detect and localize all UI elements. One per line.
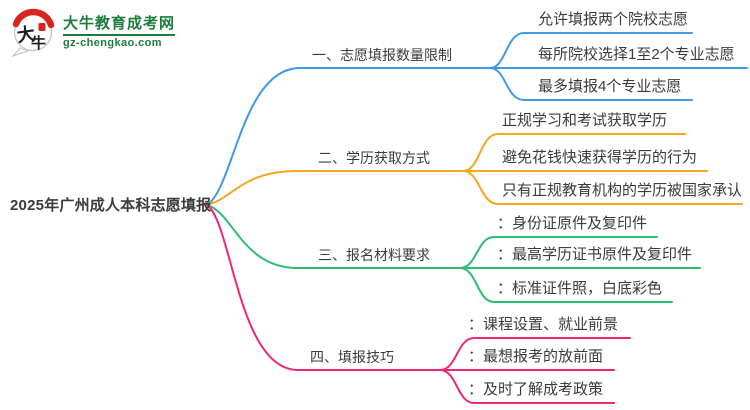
logo-text-block: 大牛教育成考网 gz-chengkao.com: [63, 14, 176, 50]
logo-red-cap: [12, 8, 55, 29]
branch3-label: 三、报名材料要求: [318, 247, 430, 263]
branch2-leaf-1: 正规学习和考试获取学历: [502, 112, 668, 129]
site-name: 大牛教育成考网: [63, 15, 176, 32]
branch1-child1-connector: [489, 32, 693, 69]
branch1-child3-connector: [489, 67, 693, 101]
branch3-leaf-1: ：身份证原件及复印件: [497, 215, 648, 232]
logo-divider: [63, 34, 176, 36]
branch2-child3-connector: [462, 170, 743, 205]
branch3-leaf-2: ：最高学历证书原件及复印件: [497, 246, 693, 263]
logo-bubble-icon: 大 牛: [11, 8, 55, 57]
branch4-leaf-3: ：及时了解成考政策: [468, 381, 604, 398]
logo-bubble-tail: [11, 47, 30, 57]
branch4-trunk-connector: [206, 204, 441, 371]
branch4-leaf-1: ：课程设置、就业前景: [468, 316, 619, 333]
root-node: 2025年广州成人本科志愿填报: [10, 197, 212, 214]
branch1-trunk-connector: [206, 67, 491, 206]
branch4-child3-connector: [439, 369, 615, 404]
branch2-child1-connector: [462, 133, 686, 172]
branch1-leaf-1: 允许填报两个院校志愿: [538, 11, 689, 28]
logo-seal-stamp: [38, 23, 46, 31]
branch1-leaf-2: 每所院校选择1至2个专业志愿: [538, 46, 735, 63]
branch2-leaf-2: 避免花钱快速获得学历的行为: [502, 149, 698, 166]
branch3-child3-connector: [459, 267, 673, 303]
branch2-trunk-connector: [206, 170, 464, 206]
branch1-label: 一、志愿填报数量限制: [312, 47, 452, 63]
site-logo[interactable]: 大 牛 大牛教育成考网 gz-chengkao.com: [10, 7, 176, 57]
branch3-child1-connector: [459, 236, 658, 269]
branch4-leaf-2: ：最想报考的放前面: [468, 348, 604, 365]
logo-char-da: 大: [16, 23, 37, 46]
logo-char-niu: 牛: [31, 34, 46, 52]
branch3-trunk-connector: [206, 204, 461, 269]
branch4-label: 四、填报技巧: [310, 349, 394, 365]
branch2-label: 二、学历获取方式: [318, 150, 430, 166]
branch1-leaf-3: 最多填报4个专业志愿: [538, 78, 682, 95]
site-url: gz-chengkao.com: [63, 37, 162, 49]
branch4-child1-connector: [439, 337, 631, 371]
branch3-leaf-3: ：标准证件照，白底彩色: [497, 280, 663, 297]
branch2-leaf-3: 只有正规教育机构的学历被国家承认: [502, 182, 743, 199]
